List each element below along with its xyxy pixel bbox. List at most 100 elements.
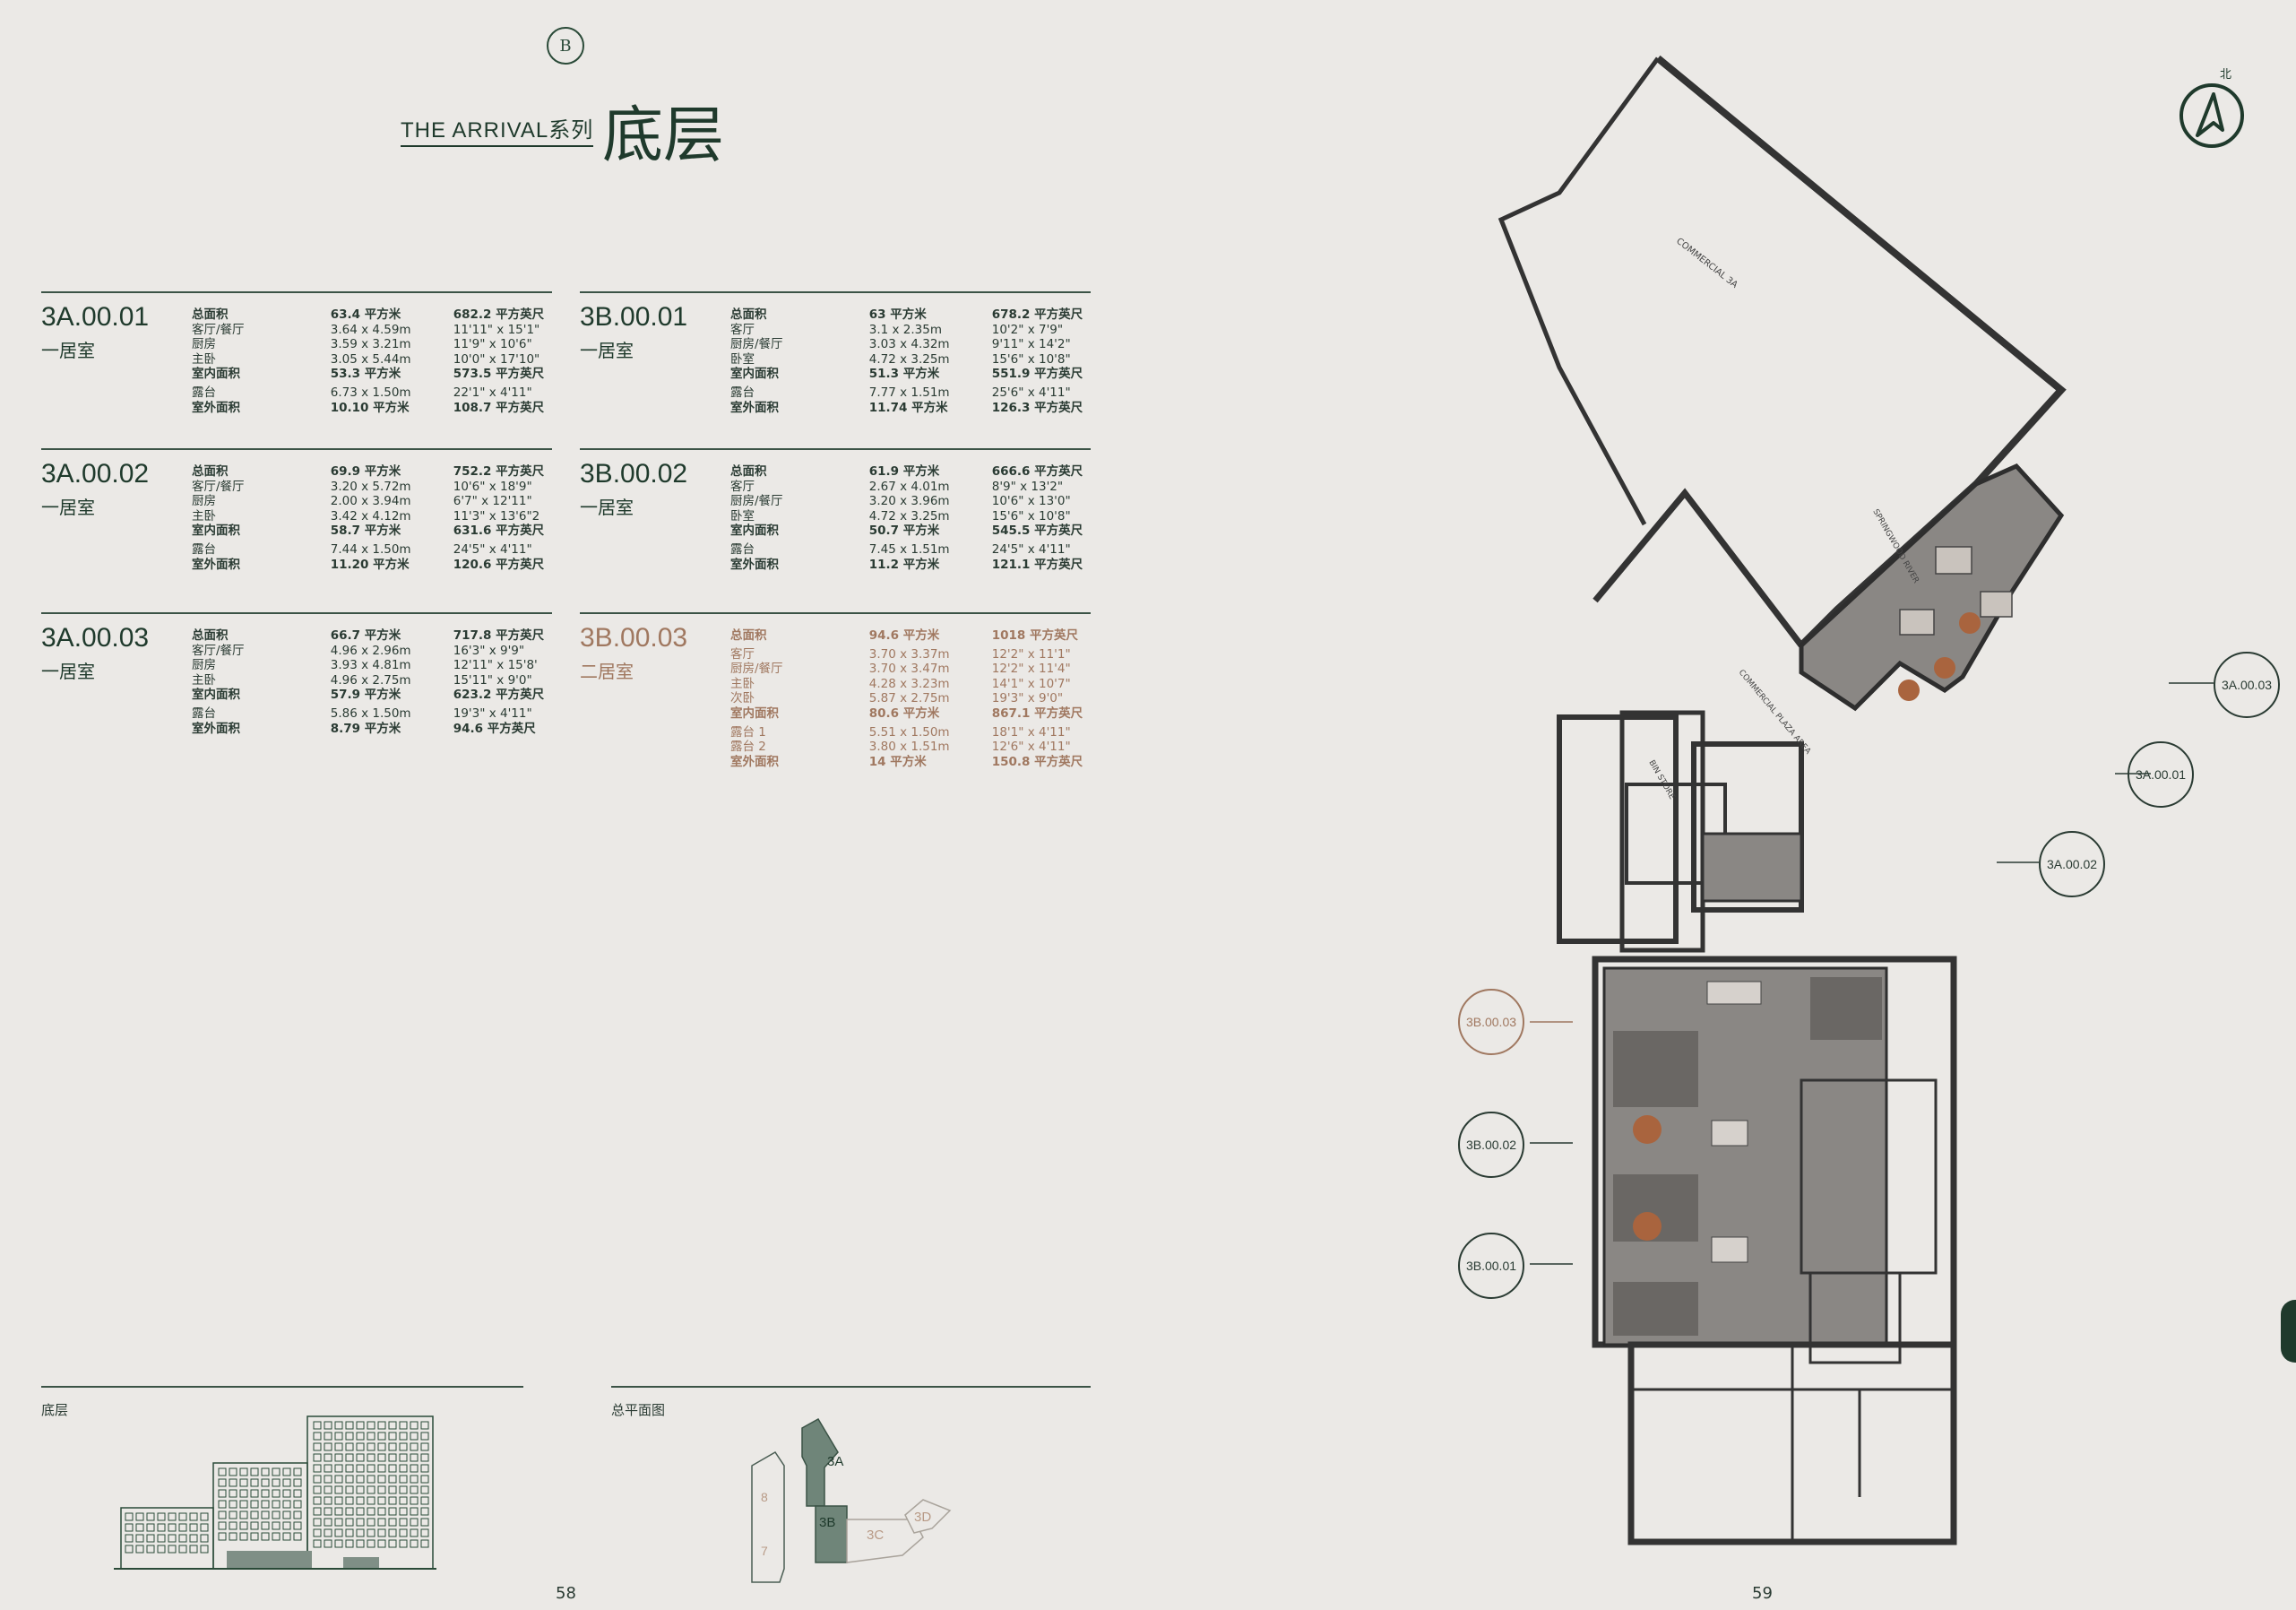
spec-label: 露台: [192, 541, 216, 557]
spec-metric: 5.51 x 1.50m: [868, 724, 950, 740]
callout-leaders: [1530, 682, 2214, 1265]
siteplan-label: 总平面图: [611, 1402, 666, 1418]
spec-metric: 8.79 平方米: [330, 721, 401, 736]
spec-imperial: 15'11" x 9'0": [453, 672, 532, 688]
spec-row: 室外面积 10.10 平方米 108.7 平方英尺: [192, 401, 559, 416]
spec-label: 主卧: [730, 676, 755, 691]
spec-metric: 3.59 x 3.21m: [330, 337, 411, 352]
block-3d-label: 3D: [914, 1510, 931, 1525]
spec-label: 室内面积: [192, 688, 240, 703]
spec-metric: 2.67 x 4.01m: [868, 479, 950, 494]
floor-title: 底层: [602, 100, 725, 171]
spec-metric: 5.87 x 2.75m: [868, 691, 950, 706]
unit-rule: [41, 291, 552, 293]
spec-metric: 50.7 平方米: [868, 524, 940, 539]
spec-metric: 4.96 x 2.75m: [330, 672, 411, 688]
spec-imperial: 623.2 平方英尺: [453, 688, 545, 703]
spec-metric: 3.64 x 4.59m: [330, 322, 411, 337]
spec-metric: 7.77 x 1.51m: [868, 385, 950, 400]
spec-label: 室内面积: [192, 367, 240, 382]
spec-label: 总面积: [730, 307, 767, 322]
callout-3b-00-02: 3B.00.02: [1458, 1112, 1524, 1178]
spec-metric: 51.3 平方米: [868, 367, 940, 382]
spec-imperial: 16'3" x 9'9": [453, 643, 525, 658]
spec-label: 厨房: [192, 658, 216, 673]
spec-label: 室外面积: [192, 400, 240, 415]
unit-rule: [580, 448, 1091, 450]
spec-metric: 58.7 平方米: [330, 524, 401, 539]
siteplan-rule: [611, 1386, 1091, 1388]
spec-imperial: 12'2" x 11'1": [991, 646, 1071, 662]
spec-label: 室内面积: [730, 705, 779, 721]
spec-label: 露台 2: [730, 740, 766, 755]
spec-row: 露台 2 3.80 x 1.51m 12'6" x 4'11": [730, 740, 1098, 755]
site-plan: 8 7 3A 3B 3C 3D: [751, 1417, 952, 1583]
spec-metric: 4.28 x 3.23m: [868, 676, 950, 691]
callout-3a-00-01: 3A.00.01: [2128, 741, 2194, 808]
spec-imperial: 24'5" x 4'11": [991, 541, 1071, 557]
spec-imperial: 108.7 平方英尺: [453, 400, 545, 415]
floor-plan: COMMERCIAL 3A SPRINGWOOD RIVER COMMERCIA…: [1498, 55, 2067, 1545]
spec-label: 室外面积: [730, 754, 779, 769]
spec-imperial: 678.2 平方英尺: [991, 307, 1083, 322]
north-compass-icon: [2179, 83, 2244, 148]
spec-imperial: 25'6" x 4'11": [991, 385, 1071, 400]
unit-type: 一居室: [41, 340, 95, 361]
spec-metric: 10.10 平方米: [330, 400, 410, 415]
spec-imperial: 8'9" x 13'2": [991, 479, 1064, 494]
unit-code: 3B.00.01: [580, 302, 688, 332]
spec-metric: 11.20 平方米: [330, 557, 410, 572]
unit-type: 一居室: [41, 497, 95, 518]
spec-label: 厨房: [192, 494, 216, 509]
callout-3a-00-03: 3A.00.03: [2214, 652, 2280, 718]
spec-label: 卧室: [730, 351, 755, 367]
spec-imperial: 666.6 平方英尺: [991, 464, 1083, 479]
page-number-left: 58: [556, 1584, 576, 1603]
spec-label: 主卧: [192, 351, 216, 367]
spec-imperial: 6'7" x 12'11": [453, 494, 532, 509]
spec-imperial: 12'6" x 4'11": [991, 740, 1071, 755]
spec-imperial: 752.2 平方英尺: [453, 464, 545, 479]
spec-label: 露台: [192, 705, 216, 721]
block-7-label: 7: [761, 1544, 768, 1558]
spec-imperial: 10'0" x 17'10": [453, 351, 540, 367]
unit-rule: [580, 291, 1091, 293]
spec-imperial: 11'3" x 13'6"2: [453, 508, 540, 524]
spec-imperial: 15'6" x 10'8": [991, 351, 1071, 367]
spec-metric: 3.20 x 5.72m: [330, 479, 411, 494]
unit-rule: [580, 612, 1091, 614]
spec-label: 室内面积: [730, 524, 779, 539]
block-8-label: 8: [761, 1490, 768, 1504]
spec-imperial: 1018 平方英尺: [991, 628, 1079, 643]
spec-metric: 3.80 x 1.51m: [868, 740, 950, 755]
spec-imperial: 120.6 平方英尺: [453, 557, 545, 572]
block-3b-label: 3B: [819, 1515, 835, 1530]
spec-label: 总面积: [192, 307, 229, 322]
spec-label: 总面积: [730, 464, 767, 479]
